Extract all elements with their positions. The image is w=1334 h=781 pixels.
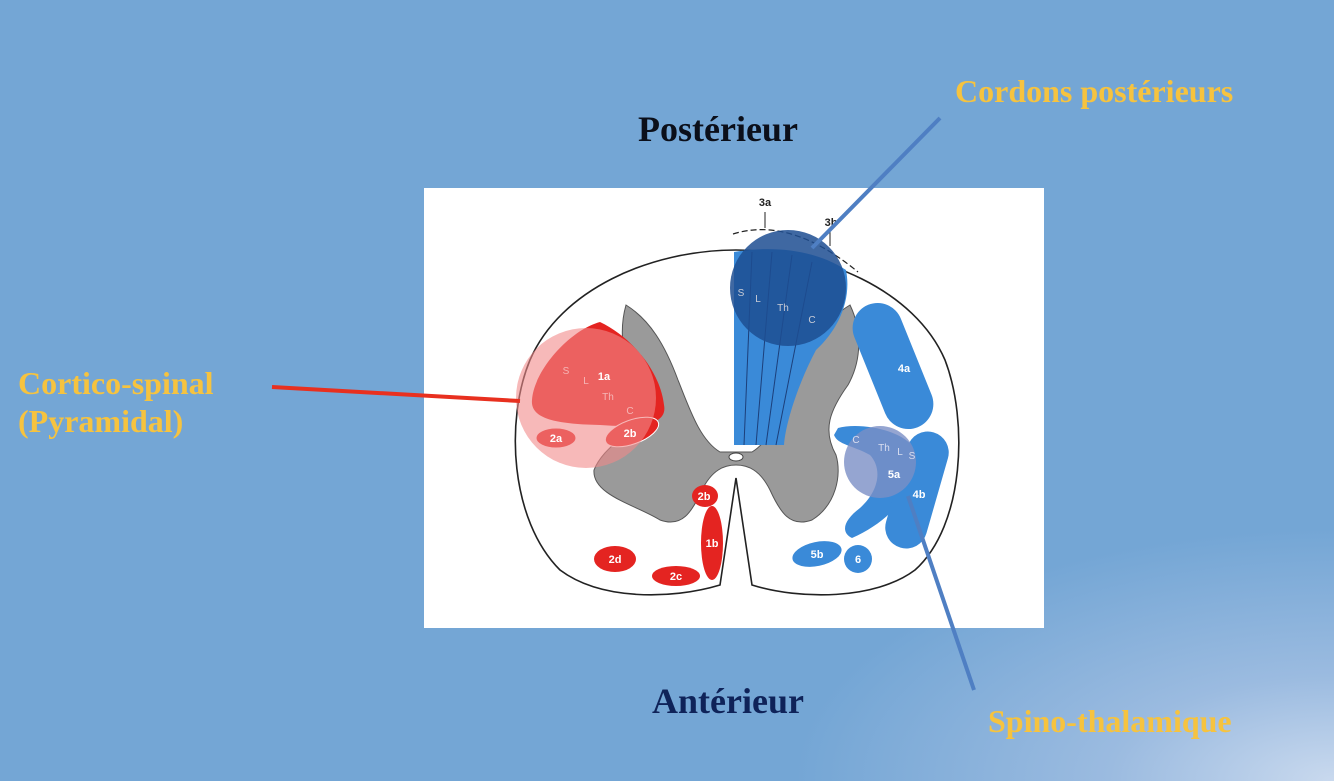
tract-label-2b-lateral: 2b [624, 428, 637, 440]
tract-label-1b: 1b [706, 538, 719, 550]
corticospinal-pointer [272, 387, 520, 401]
tract-label-5a: 5a [888, 469, 901, 481]
posterior-segment-C: C [808, 315, 815, 326]
posterior-segment-L: L [755, 294, 761, 305]
tract-label-1a: 1a [598, 371, 611, 383]
posterior-segment-S: S [738, 288, 745, 299]
posterior-columns-pointer [812, 118, 940, 248]
tract-label-2a: 2a [550, 433, 563, 445]
tract-label-2d: 2d [609, 554, 622, 566]
tract-label-3a: 3a [759, 197, 772, 209]
tract-label-4b: 4b [913, 489, 926, 501]
posterior-segment-Th: Th [777, 303, 789, 314]
spino-segment-L: L [897, 447, 903, 458]
posterior-columns-highlight [730, 230, 846, 346]
cortico-segment-C: C [626, 406, 633, 417]
central-canal [729, 453, 743, 461]
tract-label-2c: 2c [670, 571, 682, 583]
cortico-segment-Th: Th [602, 392, 614, 403]
spino-segment-Th: Th [878, 443, 890, 454]
tract-label-2b-medial: 2b [698, 491, 711, 503]
cortico-segment-S: S [563, 366, 570, 377]
tract-label-5b: 5b [811, 549, 824, 561]
corticospinal-highlight [516, 328, 656, 468]
tract-label-6: 6 [855, 554, 861, 566]
spino-segment-C: C [852, 435, 859, 446]
tract-label-4a: 4a [898, 363, 911, 375]
spino-segment-S: S [909, 451, 916, 462]
cortico-segment-L: L [583, 376, 589, 387]
